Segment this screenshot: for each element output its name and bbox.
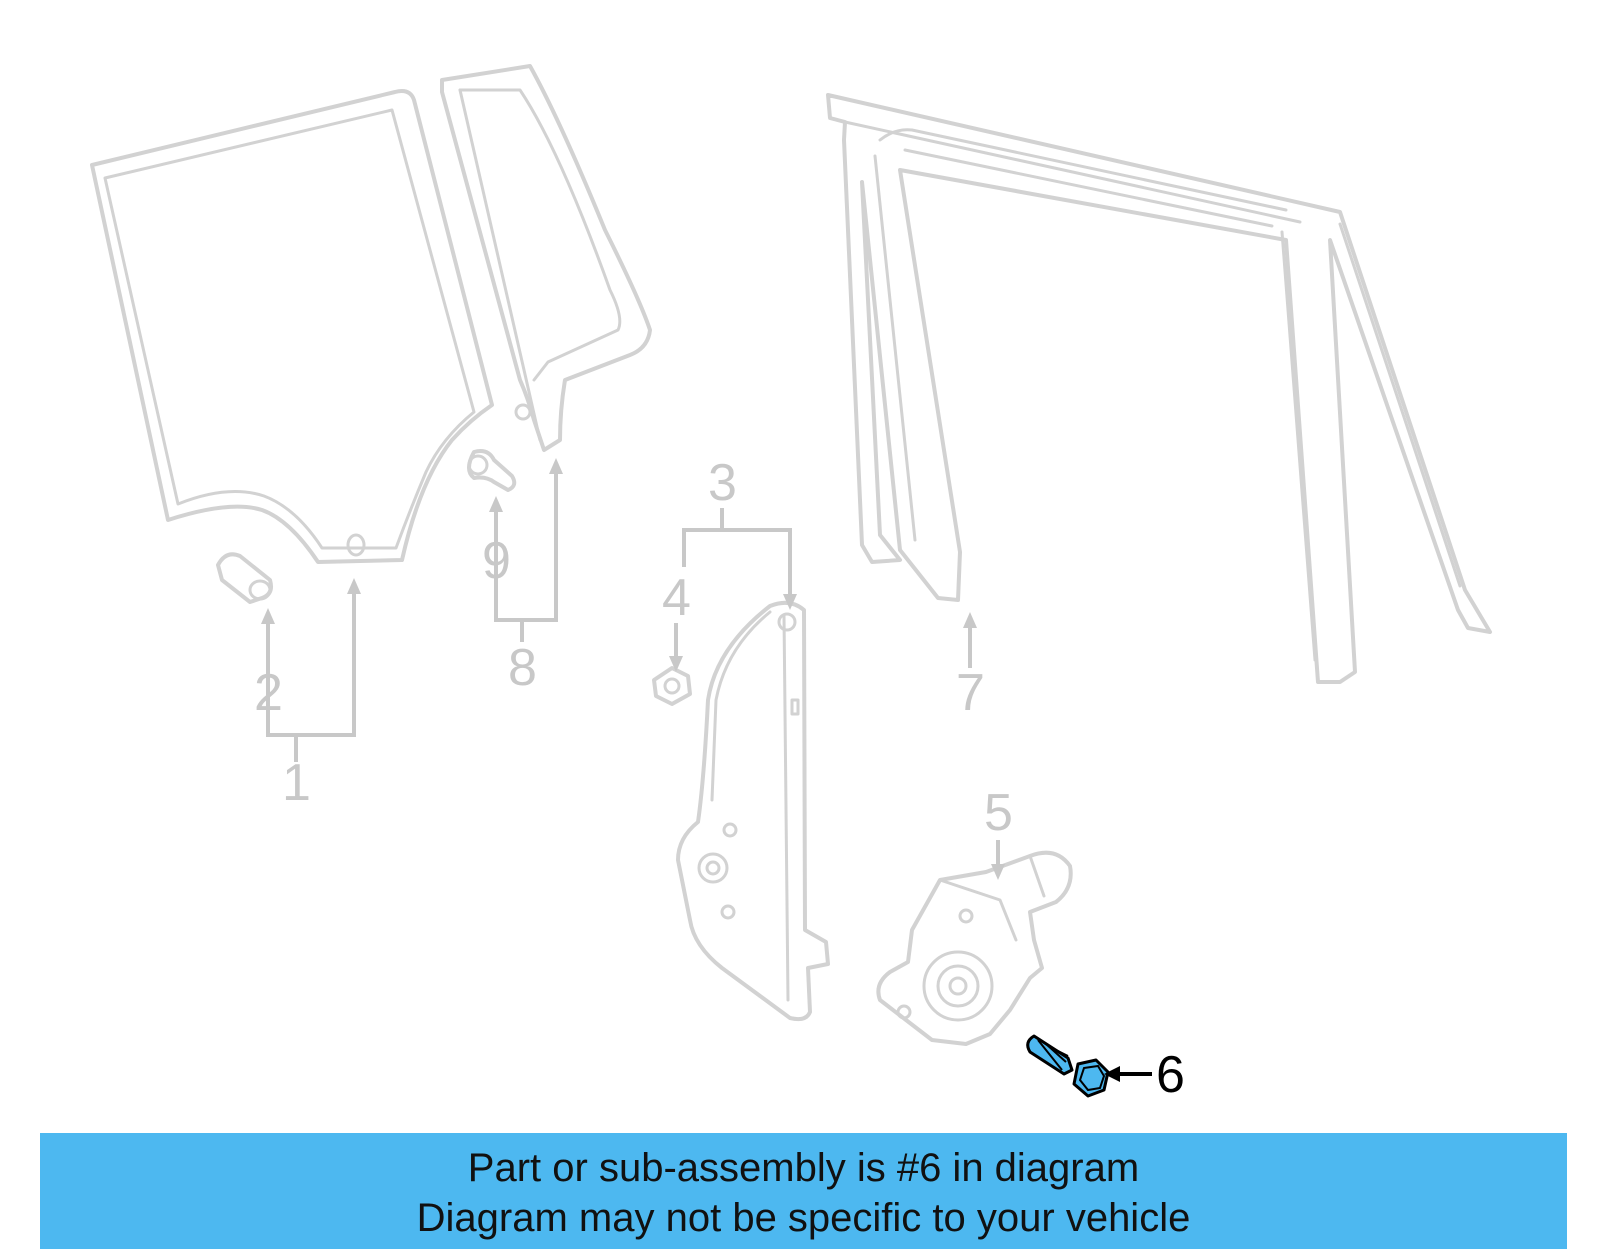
callout-4: 4 bbox=[662, 569, 691, 627]
banner-line-part-number: Part or sub-assembly is #6 in diagram bbox=[467, 1146, 1140, 1190]
callout-2: 2 bbox=[254, 664, 283, 722]
door-frame-part bbox=[826, 93, 1492, 684]
callout-8: 8 bbox=[508, 639, 537, 697]
info-banner: Part or sub-assembly is #6 in diagram Di… bbox=[40, 1133, 1567, 1249]
bolt-6-highlighted-part[interactable] bbox=[1026, 1034, 1110, 1098]
callout-5: 5 bbox=[984, 784, 1013, 842]
callout-7: 7 bbox=[956, 664, 985, 722]
clip-part bbox=[216, 552, 273, 604]
callout-6-leader bbox=[1104, 1066, 1152, 1082]
quarter-glass-part bbox=[440, 64, 652, 452]
nut-4-part bbox=[652, 666, 692, 706]
window-regulator-part bbox=[676, 600, 830, 1022]
callout-9: 9 bbox=[482, 532, 511, 590]
bolt-9-part bbox=[467, 449, 517, 492]
banner-line-disclaimer: Diagram may not be specific to your vehi… bbox=[416, 1196, 1191, 1240]
callout-6: 6 bbox=[1156, 1046, 1185, 1104]
callout-leaders bbox=[261, 458, 1005, 880]
callout-1: 1 bbox=[282, 754, 311, 812]
window-motor-part bbox=[876, 850, 1073, 1046]
door-glass-part bbox=[90, 89, 494, 564]
callout-3: 3 bbox=[708, 454, 737, 512]
